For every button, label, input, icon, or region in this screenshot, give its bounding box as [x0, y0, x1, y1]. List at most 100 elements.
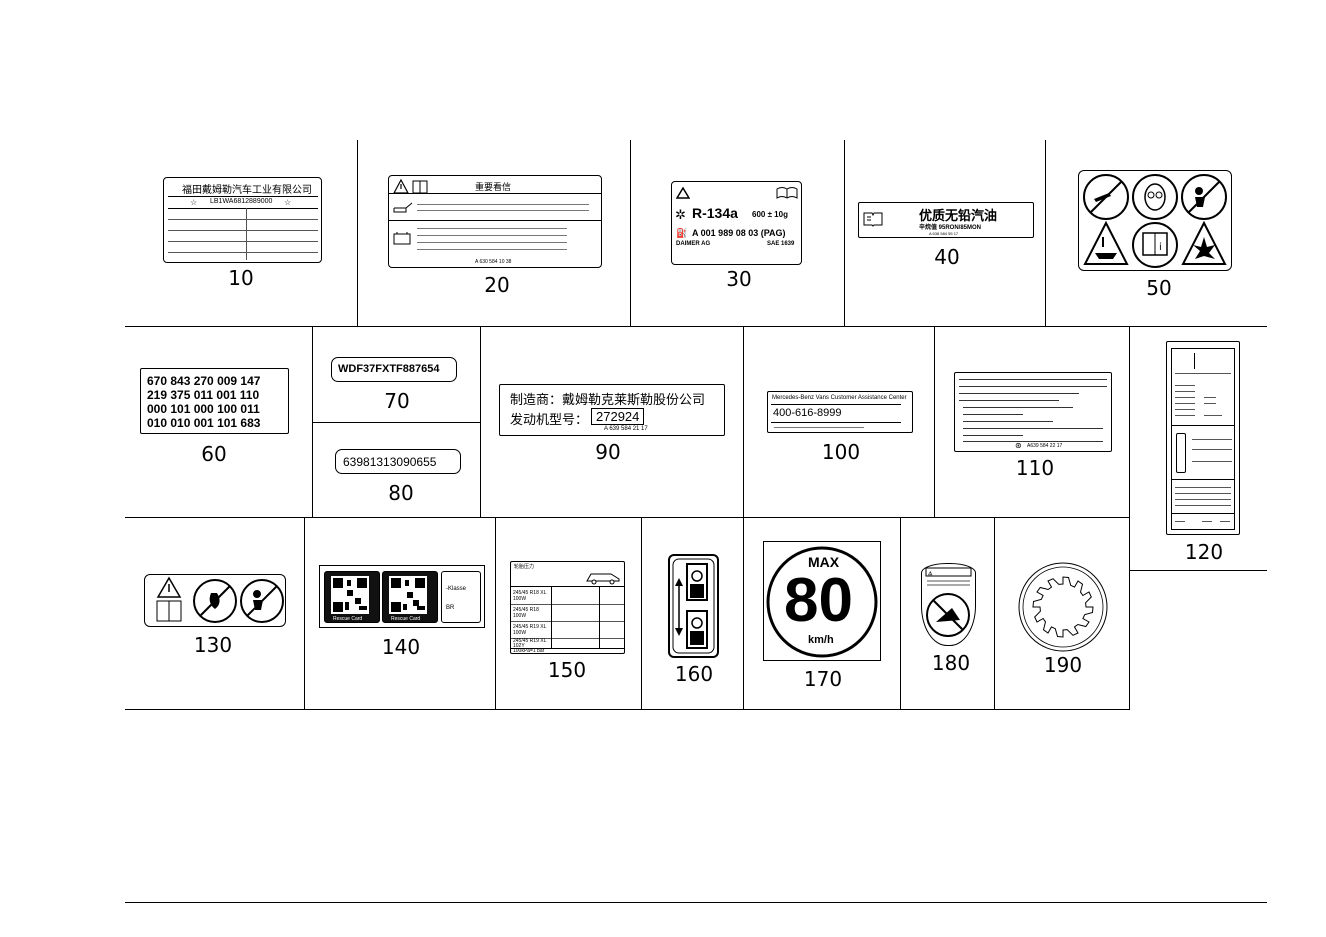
label-30-refrigerant: ✲ R-134a 600 ± 10g ⛽ A 001 989 08 03 (PA…	[671, 181, 802, 265]
callout-140: 140	[381, 635, 421, 659]
label-80-code-text: 63981313090655	[343, 455, 437, 469]
callout-160: 160	[674, 662, 714, 686]
grid-line	[312, 422, 480, 423]
label-150-tire3: 245/45 R19 XL 100W	[513, 624, 547, 636]
label-20-partno: A 630 584 10 38	[475, 259, 512, 265]
snowflake-icon: ✲	[675, 207, 686, 222]
label-10-vin: LB1WA6812889000	[210, 198, 273, 205]
label-50-pictograms: i	[1078, 170, 1232, 271]
grid-line	[125, 709, 1130, 710]
grid-line	[125, 517, 1130, 518]
callout-60: 60	[201, 442, 227, 466]
star-icon: ☆	[284, 198, 292, 207]
callout-120: 120	[1184, 540, 1224, 564]
qr-code-icon	[389, 576, 427, 614]
manual-info-icon: i	[1132, 222, 1178, 268]
label-90-line2: 发动机型号：	[510, 412, 589, 427]
label-10-vin-plate: 福田戴姆勒汽车工业有限公司 ☆ LB1WA6812889000 ☆	[163, 177, 322, 263]
callout-130: 130	[193, 633, 233, 657]
label-80-code: 63981313090655	[335, 449, 461, 474]
label-100-phone: 400-616-8999	[773, 407, 842, 419]
callout-10: 10	[228, 266, 254, 290]
label-30-refrigerant-type: R-134a	[692, 205, 738, 221]
label-70-vin: WDF37FXTF887654	[331, 357, 457, 382]
grid-line	[495, 517, 496, 710]
grid-line	[844, 140, 845, 326]
grid-line	[994, 517, 995, 710]
label-60-row: 000 101 000 100 011	[147, 402, 260, 416]
klasse-box: -Klasse BR	[441, 571, 481, 623]
warning-icon	[393, 178, 428, 194]
grid-line	[1129, 326, 1130, 710]
grid-line	[480, 326, 481, 518]
callout-50: 50	[1146, 276, 1172, 300]
grid-line	[641, 517, 642, 710]
battery-icon	[393, 232, 411, 245]
warning-icon	[676, 187, 690, 199]
speed-unit: km/h	[808, 634, 834, 646]
oil-can-icon: ⛽	[676, 228, 688, 238]
label-30-standard: SAE 1639	[767, 241, 795, 247]
car-icon	[586, 573, 620, 585]
rescue-card-2: Rescue Card	[382, 571, 438, 623]
callout-180: 180	[931, 651, 971, 675]
label-70-vin-text: WDF37FXTF887654	[338, 363, 440, 375]
label-150-tire4: 245/45 R19 XL 102Y	[513, 638, 547, 649]
speed-max: MAX	[808, 554, 840, 570]
label-10-title: 福田戴姆勒汽车工业有限公司	[182, 185, 312, 196]
callout-110: 110	[1015, 456, 1055, 480]
grid-line	[743, 326, 744, 518]
child-seat-icon	[686, 610, 708, 649]
grid-line	[125, 326, 1267, 327]
label-40-partno: A 638 584 55 17	[929, 231, 959, 236]
qr-code-icon	[331, 576, 369, 614]
rescue-card-label: Rescue Card	[391, 616, 421, 622]
label-150-title: 轮胎压力	[514, 564, 535, 570]
svg-text:⚠: ⚠	[928, 571, 933, 577]
callout-150: 150	[547, 658, 587, 682]
label-150-unit: 100kPa=1 bar	[513, 648, 545, 654]
no-rear-facing-seat-icon	[926, 593, 970, 637]
no-children-icon	[1181, 174, 1227, 220]
label-140-rescue-cards: Rescue Card Rescue Card -Klasse BR	[319, 565, 485, 628]
no-smoking-icon	[1083, 174, 1129, 220]
callout-170: 170	[803, 667, 843, 691]
label-30-oil: A 001 989 08 03 (PAG)	[692, 228, 786, 238]
label-130-pictograms	[144, 574, 286, 627]
gear-ring-icon	[1018, 562, 1108, 652]
label-100-assistance: Mercedes-Benz Vans Customer Assistance C…	[767, 391, 913, 433]
callout-30: 30	[726, 267, 752, 291]
grid-line	[1130, 570, 1267, 571]
rescue-card-label: Rescue Card	[333, 616, 363, 622]
manual-book-icon	[776, 187, 798, 199]
label-160-child-seat	[668, 554, 719, 658]
label-150-tire-pressure: 轮胎压力 245/45 R18 XL 100W 245/45 R18 100W …	[510, 561, 625, 654]
label-40-fuel: 优质无铅汽油 辛烷值 95RON/85MON A 638 584 55 17	[858, 202, 1034, 238]
grid-line	[743, 517, 744, 710]
double-arrow-icon	[675, 578, 683, 636]
callout-90: 90	[595, 440, 621, 464]
oil-can-icon	[393, 202, 413, 213]
label-100-header: Mercedes-Benz Vans Customer Assistance C…	[772, 395, 907, 401]
no-children-icon	[240, 579, 284, 623]
label-60-code-grid: 670 843 270 009 147 219 375 011 001 110 …	[140, 368, 289, 434]
label-170-speed-limit: MAX 80 km/h	[763, 541, 881, 661]
label-150-tire1: 245/45 R18 XL 100W	[513, 590, 547, 602]
callout-20: 20	[484, 273, 510, 297]
svg-text:i: i	[1159, 242, 1162, 253]
label-20-warning: 重要看信 A 630 584 10 38	[388, 175, 602, 268]
mercedes-star-icon: ⊛	[1015, 441, 1022, 450]
callout-70: 70	[384, 389, 410, 413]
footer-rule	[125, 902, 1267, 903]
explosive-warning-icon	[1181, 220, 1227, 265]
callout-100: 100	[821, 440, 861, 464]
speed-value: 80	[784, 566, 853, 635]
label-180-airbag-warning: ⚠	[921, 563, 976, 646]
label-150-tire2: 245/45 R18 100W	[513, 607, 539, 619]
callout-80: 80	[388, 481, 414, 505]
no-open-flame-icon	[193, 579, 237, 623]
warning-manual-icon	[156, 576, 182, 622]
label-60-row: 670 843 270 009 147	[147, 374, 261, 388]
label-30-maker: DAIMER AG	[676, 241, 711, 247]
